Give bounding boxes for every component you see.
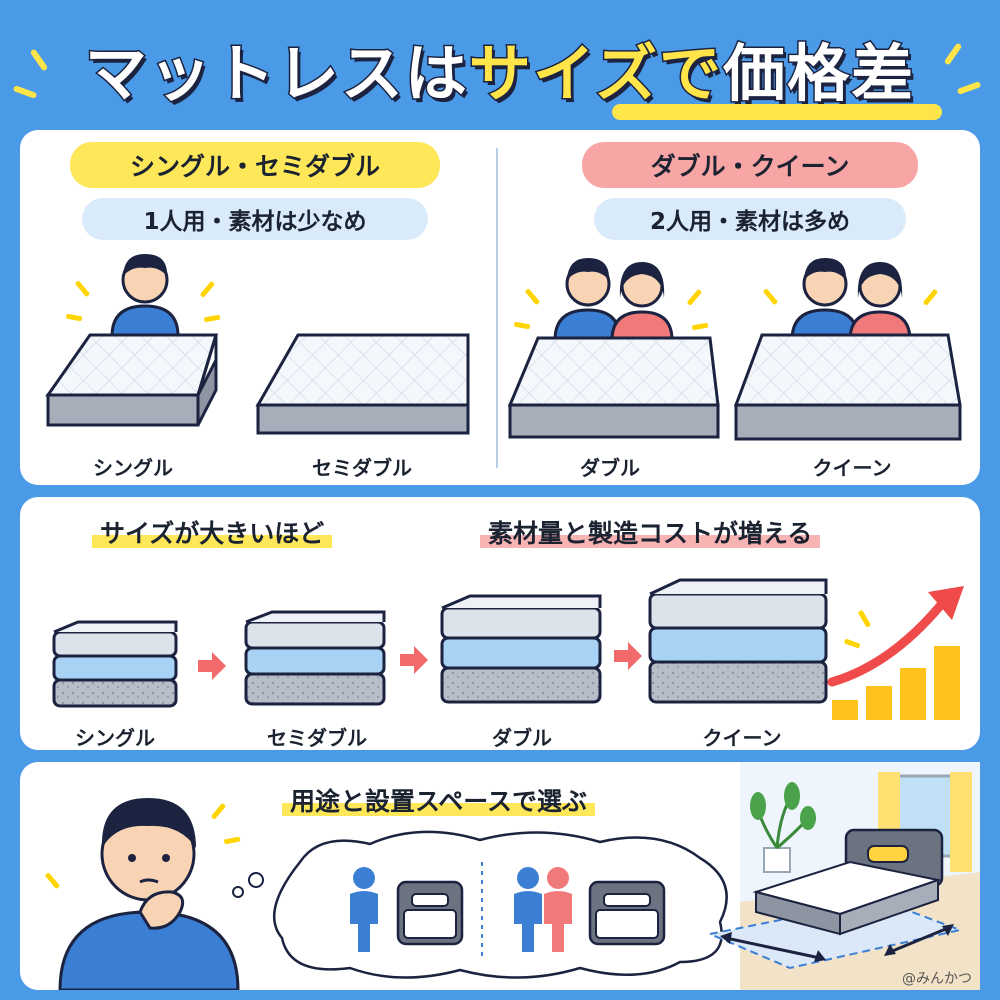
room-bed-icon: [752, 828, 944, 936]
title-part-2: サイズで: [467, 36, 724, 112]
double-queen-subheading: 2人用・素材は多め: [594, 198, 906, 240]
usage-space-illustration: [45, 762, 980, 990]
cost-increase-chart-icon: [827, 586, 964, 720]
title-part-1: マットレスは: [83, 36, 469, 112]
bedroom-scene: [706, 762, 980, 990]
couple-icon-1: [553, 258, 674, 342]
single-semidouble-subheading: 1人用・素材は少なめ: [82, 198, 428, 240]
plant-icon: [750, 782, 816, 873]
single-mattress-icon: [45, 333, 219, 427]
page-title: マットレスは サイズで 価格差: [0, 18, 1000, 118]
arrow-right-icon: [614, 642, 642, 670]
label-single: シングル: [93, 456, 173, 480]
two-people-icon: [514, 867, 572, 952]
thinking-person-icon: [58, 798, 240, 990]
single-semidouble-heading: シングル・セミダブル: [70, 142, 440, 188]
couple-icon-2: [790, 258, 912, 342]
layer-stack-illustrations: [52, 578, 964, 720]
arrow-right-icon: [198, 652, 226, 680]
label-double: ダブル: [580, 456, 640, 480]
mattress-illustrations: [45, 254, 962, 441]
label-queen: クイーン: [812, 456, 892, 480]
material-cost-heading: 素材量と製造コストが増える: [480, 514, 821, 550]
title-part-3: 価格差: [722, 36, 916, 112]
stack-label-single: シングル: [75, 726, 155, 750]
queen-layer-stack-icon: [648, 578, 828, 704]
single-bed-icon: [396, 880, 464, 946]
semidouble-mattress-icon: [255, 333, 470, 435]
stack-label-queen: クイーン: [702, 726, 782, 750]
arrow-right-icon: [400, 646, 428, 674]
title-underline: [612, 104, 942, 120]
panel-divider: [496, 148, 498, 468]
double-bed-icon: [588, 880, 666, 946]
person-single-icon: [110, 254, 180, 342]
double-layer-stack-icon: [440, 594, 602, 704]
credit-text: @みんかつ: [902, 971, 972, 987]
queen-mattress-icon: [733, 333, 962, 441]
label-semidouble: セミダブル: [312, 456, 412, 480]
double-queen-heading: ダブル・クイーン: [582, 142, 918, 188]
double-mattress-icon: [507, 336, 720, 439]
semidouble-layer-stack-icon: [244, 610, 386, 706]
single-layer-stack-icon: [52, 620, 178, 708]
one-person-icon: [350, 867, 378, 952]
bigger-size-heading: サイズが大きいほど: [92, 514, 333, 550]
usage-space-heading: 用途と設置スペースで選ぶ: [282, 782, 596, 818]
stack-label-double: ダブル: [492, 726, 552, 750]
stack-label-semidouble: セミダブル: [267, 726, 367, 750]
